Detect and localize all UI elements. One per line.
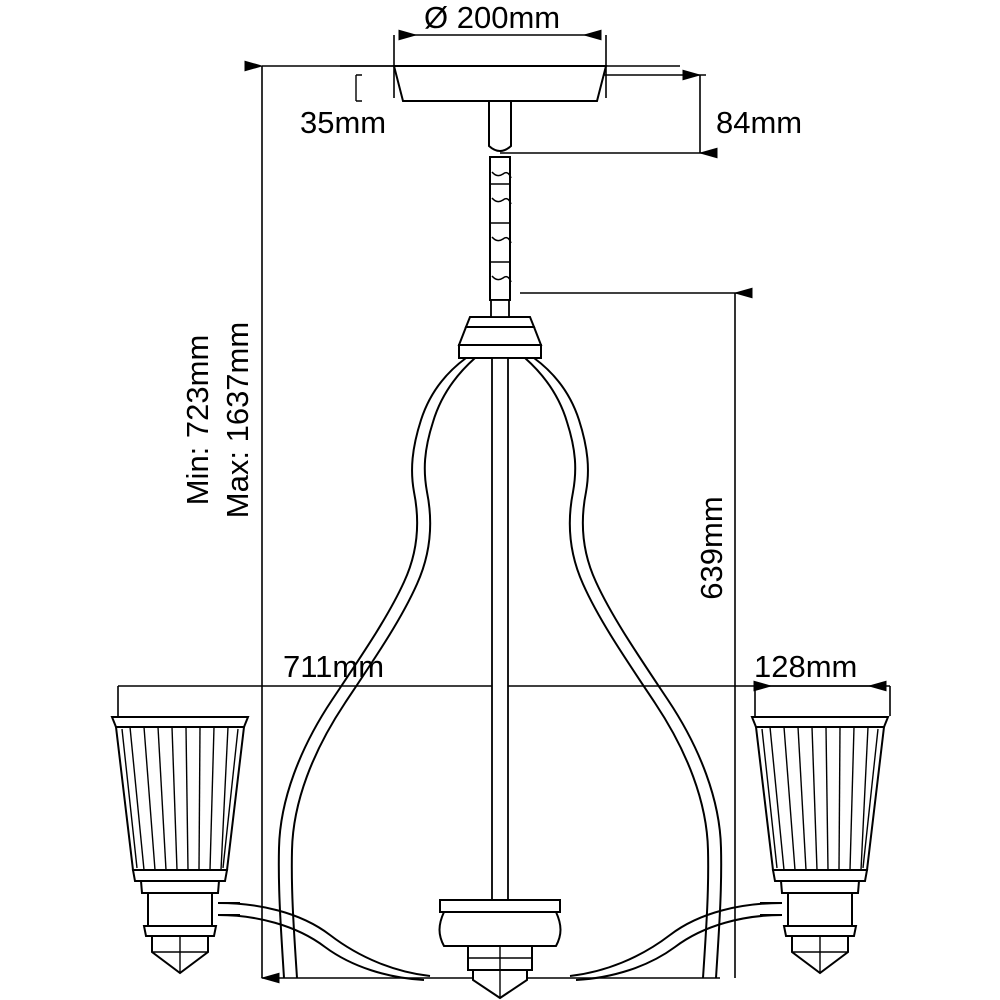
right-shade-collar-3 [782, 925, 858, 937]
label-overall-max: Max: 1637mm [220, 322, 255, 518]
stem-shaft [489, 156, 511, 301]
column-neck [490, 299, 510, 318]
scroll-frame-body [277, 357, 723, 979]
chain-stem [488, 100, 512, 301]
label-shade-width: 128mm [754, 649, 857, 684]
label-canopy-diameter: Ø 200mm [424, 0, 560, 35]
bottom-hub-body [438, 911, 562, 947]
right-shade-collar-2 [779, 880, 861, 894]
top-cap-tier-1 [464, 316, 536, 328]
body-outline-left-inner [290, 357, 476, 979]
arm-left-upper [217, 902, 431, 977]
chain-link-a [491, 171, 512, 179]
left-shade-collar-2 [139, 880, 221, 894]
left-shade-ribs [121, 726, 239, 871]
right-shade-top-rim [750, 716, 890, 728]
central-column [490, 299, 510, 901]
curved-arms [217, 902, 783, 981]
left-shade-collar-3 [142, 925, 218, 937]
bottom-finial [438, 899, 562, 1000]
ceiling-canopy [340, 65, 680, 102]
bottom-hub-top-plate [439, 899, 561, 913]
arm-right-lower [575, 914, 783, 981]
canopy-body [392, 65, 608, 102]
right-lamp-shade [750, 716, 890, 975]
body-outline-left-outer [277, 357, 467, 979]
right-shade-collar-1 [771, 869, 869, 882]
label-overall-min: Min: 723mm [180, 335, 215, 506]
arm-left-lower [217, 914, 425, 981]
label-overall-width: 711mm [283, 649, 384, 684]
body-outline-right-outer [533, 357, 723, 979]
right-shade-ribs [761, 726, 879, 871]
top-cap-tier-2 [457, 326, 543, 346]
canopy-break-mark [355, 74, 362, 102]
label-canopy-height: 35mm [300, 105, 386, 140]
chain-links [490, 171, 512, 283]
chain-link-b [491, 197, 512, 205]
chain-link-d [491, 275, 512, 283]
left-shade-socket [147, 892, 213, 927]
dimension-labels-group: Ø 200mm 35mm 84mm Min: 723mm Max: 1637mm… [180, 0, 857, 684]
left-lamp-shade [110, 716, 250, 975]
stem-upper-coupler [488, 100, 512, 152]
top-cap-band [458, 344, 542, 359]
right-shade-socket [787, 892, 853, 927]
left-shade-collar-1 [131, 869, 229, 882]
label-stem-drop: 84mm [716, 105, 802, 140]
label-body-height: 639mm [694, 496, 729, 599]
body-top-cap [457, 316, 543, 359]
body-outline-right-inner [524, 357, 710, 979]
left-shade-top-rim [110, 716, 250, 728]
arm-right-upper [569, 902, 783, 977]
chain-link-c [491, 236, 512, 244]
column-shaft [491, 357, 509, 901]
